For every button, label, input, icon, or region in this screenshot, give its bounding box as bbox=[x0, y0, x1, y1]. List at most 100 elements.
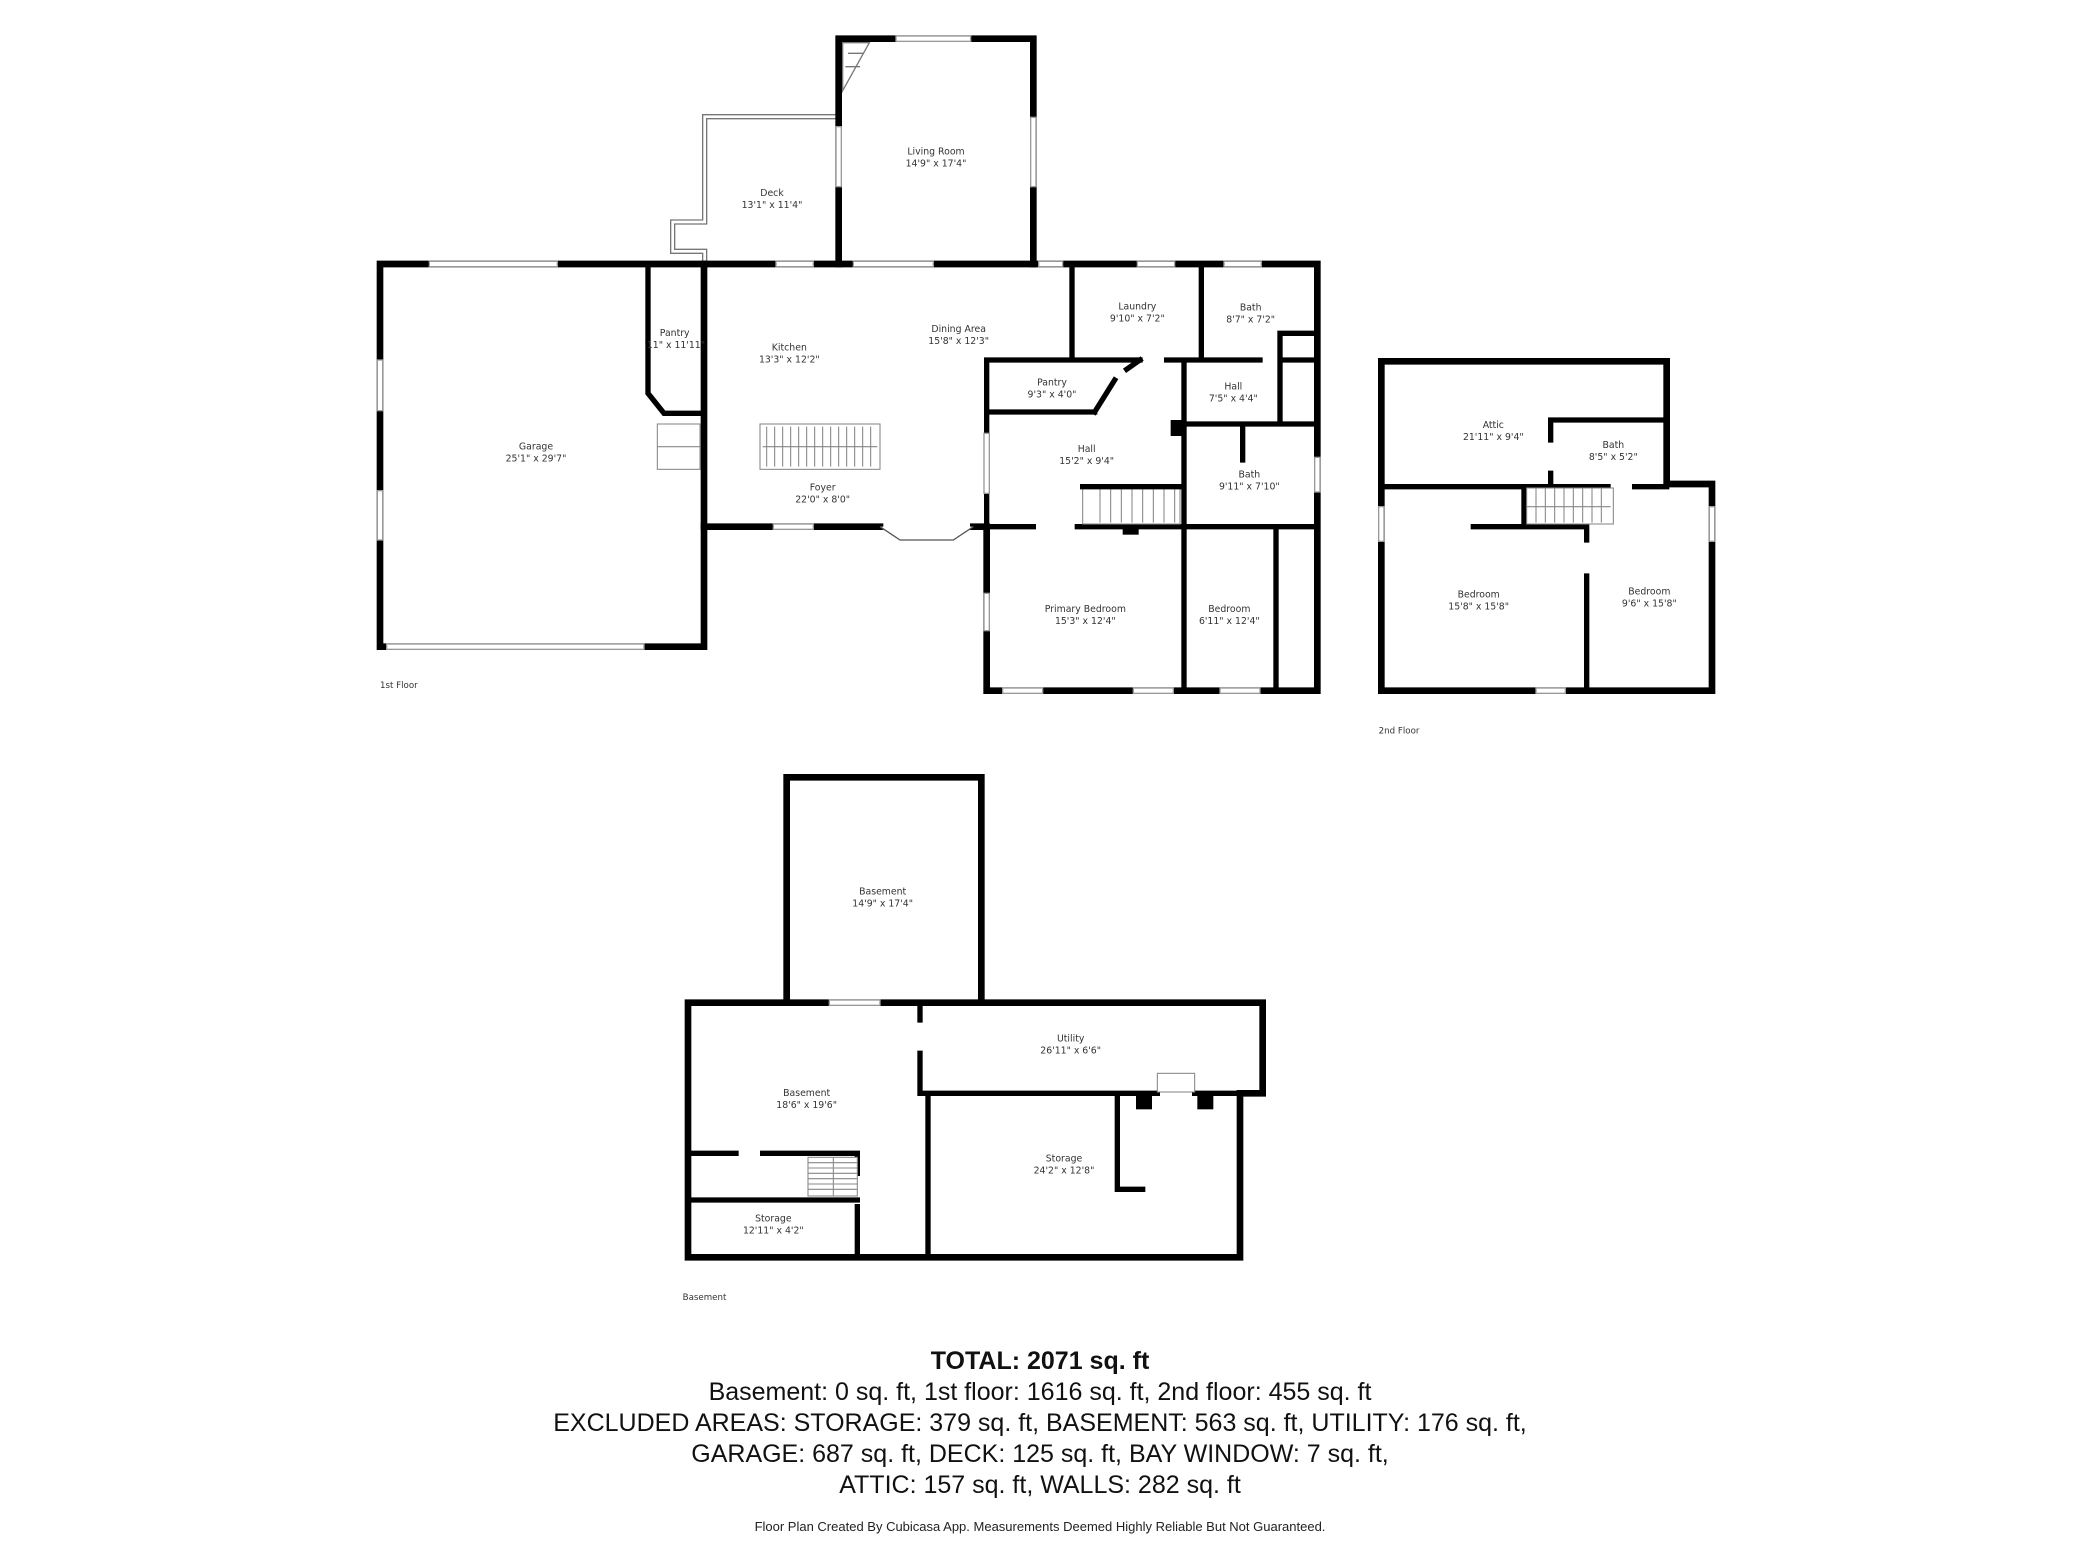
room-name: Utility bbox=[1057, 1033, 1085, 1044]
room-dims: 15'3" x 12'4" bbox=[1055, 616, 1116, 627]
window bbox=[1378, 506, 1385, 542]
room-dims: 8'7" x 7'2" bbox=[1226, 315, 1275, 326]
stairs-treads bbox=[762, 426, 878, 467]
room-name: Basement bbox=[859, 887, 906, 898]
column bbox=[1122, 526, 1139, 535]
disclaimer: Floor Plan Created By Cubicasa App. Meas… bbox=[754, 1519, 1326, 1534]
floor-label: Basement bbox=[683, 1293, 727, 1303]
room-dims: 15'2" x 9'4" bbox=[1059, 456, 1114, 467]
room-name: Primary Bedroom bbox=[1045, 604, 1126, 615]
room-name: Bath bbox=[1602, 440, 1624, 451]
room-name: Bedroom bbox=[1458, 589, 1500, 600]
column bbox=[1197, 1093, 1214, 1110]
column bbox=[1170, 420, 1184, 436]
window bbox=[895, 35, 972, 42]
room-dims: 21'11" x 9'4" bbox=[1463, 432, 1524, 443]
room-dims: 13'3" x 12'2" bbox=[759, 355, 820, 366]
fireplace bbox=[842, 42, 871, 94]
window bbox=[1535, 687, 1566, 694]
stairs-treads bbox=[808, 1157, 858, 1196]
room-dims: '11" x 11'11" bbox=[644, 340, 705, 351]
room-name: Bedroom bbox=[1208, 604, 1250, 615]
stairs bbox=[1156, 1072, 1196, 1093]
room-name: Bath bbox=[1238, 469, 1260, 480]
first-floor-labels: Living Room 14'9" x 17'4" Deck 13'1" x 1… bbox=[380, 147, 1280, 691]
room-name: Bedroom bbox=[1628, 587, 1670, 598]
room-dims: 8'5" x 5'2" bbox=[1589, 452, 1638, 463]
room-name: Storage bbox=[755, 1213, 792, 1224]
area-line: GARAGE: 687 sq. ft, DECK: 125 sq. ft, BA… bbox=[691, 1440, 1389, 1468]
window bbox=[1708, 506, 1716, 542]
window bbox=[983, 592, 990, 632]
column bbox=[1136, 1093, 1152, 1110]
room-name: Living Room bbox=[907, 147, 964, 158]
garage-door bbox=[385, 643, 645, 650]
pantry-walls bbox=[645, 261, 707, 416]
window bbox=[1223, 260, 1262, 268]
window bbox=[775, 260, 814, 268]
basement-plan: Basement 14'9" x 17'4" Utility 26'11" x … bbox=[683, 774, 1266, 1303]
window bbox=[1219, 687, 1261, 694]
room-dims: 15'8" x 15'8" bbox=[1448, 601, 1509, 612]
stairs bbox=[1526, 487, 1614, 525]
deck-outline bbox=[670, 114, 839, 264]
door bbox=[852, 260, 934, 268]
exterior-walls bbox=[1378, 358, 1716, 694]
room-name: Hall bbox=[1078, 444, 1096, 455]
room-name: Basement bbox=[783, 1088, 830, 1099]
room-dims: 14'9" x 17'4" bbox=[906, 159, 967, 170]
stairs-treads bbox=[1099, 488, 1176, 523]
room-dims: 24'2" x 12'8" bbox=[1034, 1165, 1095, 1176]
interior-walls bbox=[1378, 417, 1670, 694]
room-dims: 9'11" x 7'10" bbox=[1219, 481, 1280, 492]
interior-walls bbox=[984, 261, 1320, 694]
room-name: Hall bbox=[1224, 381, 1242, 392]
room-name: Bath bbox=[1240, 303, 1262, 314]
bay-window bbox=[879, 526, 974, 541]
exterior-walls bbox=[684, 774, 1266, 1261]
room-dims: 15'8" x 12'3" bbox=[928, 336, 989, 347]
window bbox=[1132, 687, 1174, 694]
second-floor-plan: Attic 21'11" x 9'4" Bath 8'5" x 5'2" Bed… bbox=[1378, 358, 1716, 736]
total-area: TOTAL: 2071 sq. ft bbox=[930, 1347, 1150, 1375]
room-name: Attic bbox=[1483, 420, 1504, 431]
room-dims: 26'11" x 6'6" bbox=[1040, 1045, 1101, 1056]
area-line: Basement: 0 sq. ft, 1st floor: 1616 sq. … bbox=[708, 1378, 1372, 1406]
room-dims: 9'10" x 7'2" bbox=[1110, 313, 1165, 324]
area-summary: TOTAL: 2071 sq. ft Basement: 0 sq. ft, 1… bbox=[0, 1345, 2080, 1534]
room-name: Pantry bbox=[660, 328, 690, 339]
room-name: Dining Area bbox=[931, 324, 986, 335]
room-dims: 7'5" x 4'4" bbox=[1209, 393, 1258, 404]
room-dims: 14'9" x 17'4" bbox=[852, 899, 913, 910]
room-name: Foyer bbox=[810, 483, 836, 494]
room-dims: 22'0" x 8'0" bbox=[795, 495, 850, 506]
interior-walls bbox=[685, 1000, 1243, 1260]
room-dims: 6'11" x 12'4" bbox=[1199, 616, 1260, 627]
window bbox=[376, 359, 384, 412]
door bbox=[772, 523, 814, 530]
room-name: Storage bbox=[1046, 1153, 1083, 1164]
room-name: Laundry bbox=[1118, 301, 1156, 312]
window bbox=[1030, 116, 1037, 188]
room-dims: 9'3" x 4'0" bbox=[1028, 389, 1077, 400]
floor-label: 1st Floor bbox=[380, 681, 418, 691]
floor-label: 2nd Floor bbox=[1379, 726, 1420, 736]
window bbox=[835, 125, 842, 188]
area-line: EXCLUDED AREAS: STORAGE: 379 sq. ft, BAS… bbox=[553, 1409, 1527, 1437]
window bbox=[1002, 687, 1044, 694]
room-dims: 18'6" x 19'6" bbox=[776, 1100, 837, 1111]
stairs-treads bbox=[1526, 488, 1611, 523]
garage-door bbox=[428, 260, 558, 268]
room-name: Deck bbox=[760, 188, 784, 199]
window bbox=[983, 432, 990, 494]
room-dims: 9'6" x 15'8" bbox=[1622, 599, 1677, 610]
room-name: Garage bbox=[519, 441, 553, 452]
window bbox=[1314, 456, 1321, 493]
stairs bbox=[1082, 486, 1181, 525]
room-dims: 12'11" x 4'2" bbox=[743, 1225, 804, 1236]
window bbox=[1037, 260, 1064, 268]
window bbox=[1136, 260, 1176, 268]
room-dims: 25'1" x 29'7" bbox=[506, 453, 567, 464]
room-dims: 13'1" x 11'4" bbox=[742, 200, 803, 211]
